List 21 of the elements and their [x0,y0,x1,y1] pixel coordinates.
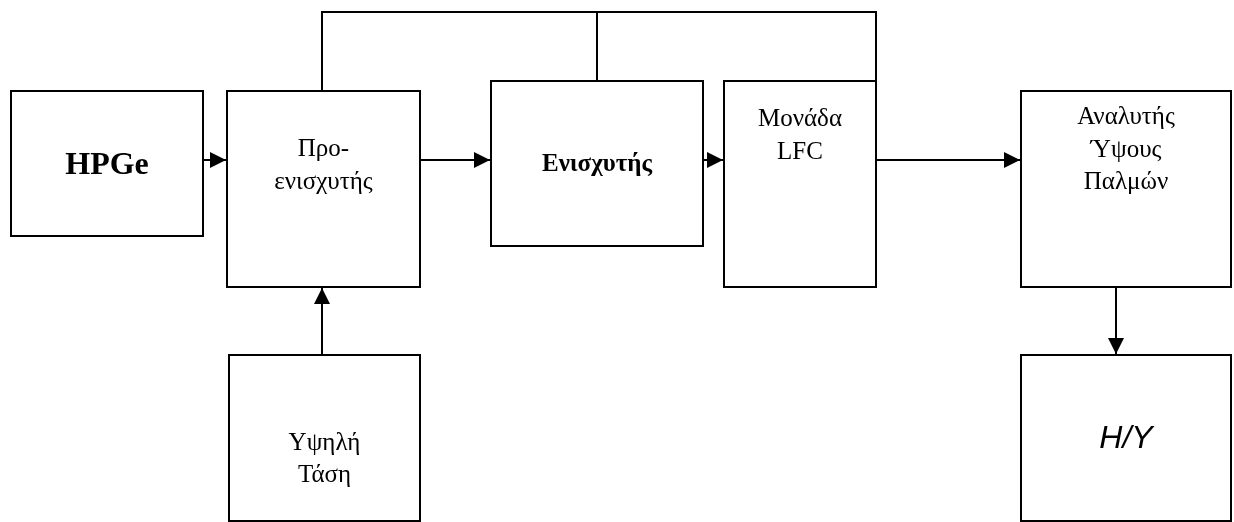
connector-line [596,11,877,81]
process-box [1020,354,1232,522]
arrow [876,152,1021,168]
process-box [228,354,421,522]
process-box [1020,90,1232,288]
node-label: Αναλυτής Ύψους Παλμών [1076,101,1176,196]
process-box [226,90,421,288]
process-box [10,90,204,237]
node-label: HPGe [65,143,149,183]
node-label: Υψηλή Τάση [287,426,362,489]
arrow [420,152,491,168]
arrow [203,152,227,168]
process-box [723,80,877,288]
node-label: Μονάδα LFC [757,103,843,166]
node-label: Προ- ενισχυτής [273,133,374,196]
arrow [703,152,724,168]
node-label: Ενισχυτής [542,148,652,179]
arrow [1108,287,1124,355]
node-label: H/Y [1099,418,1153,458]
process-box [490,80,704,247]
arrow [314,287,330,355]
